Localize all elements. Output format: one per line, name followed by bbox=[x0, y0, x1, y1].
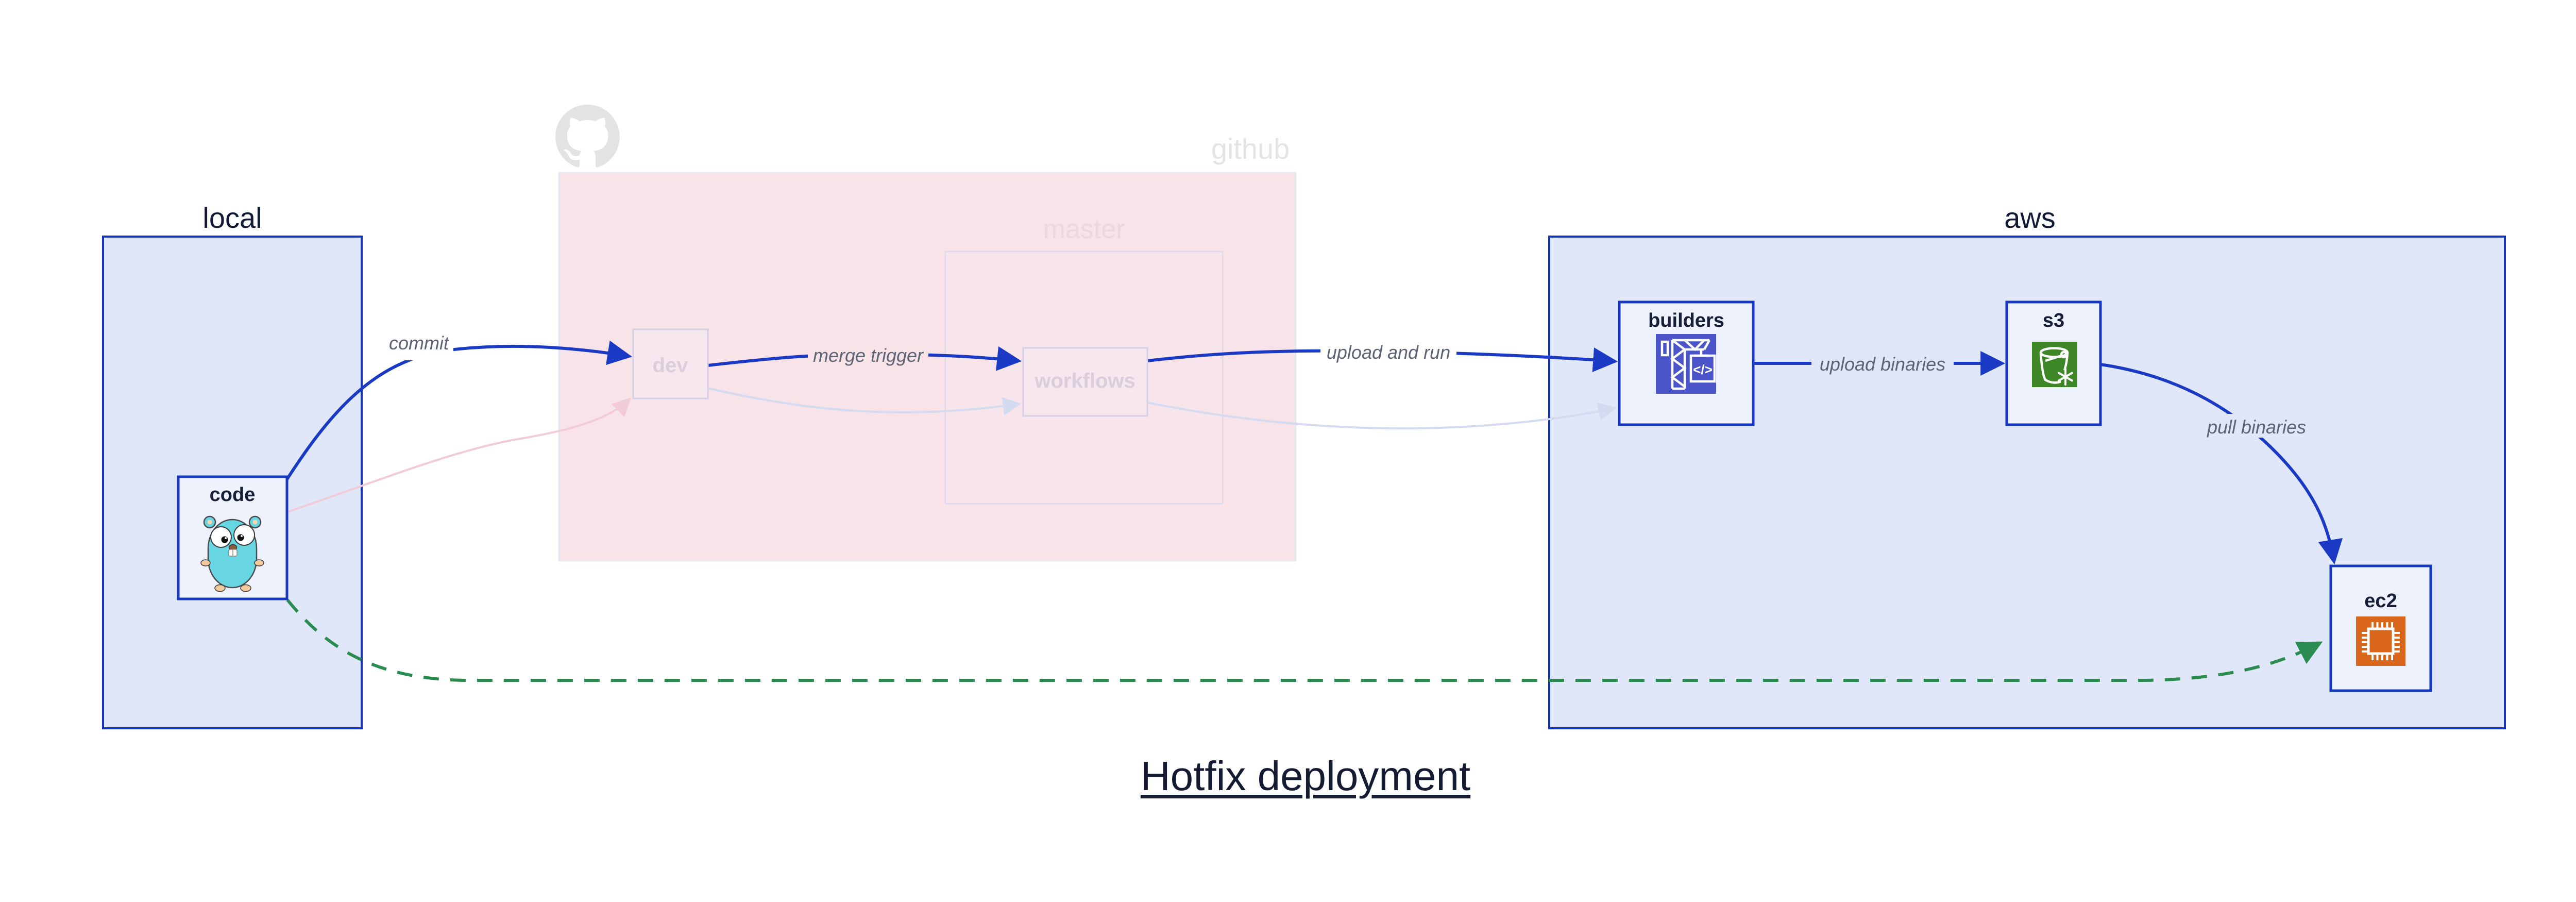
edge-label-merge-trigger: merge trigger bbox=[808, 342, 928, 366]
group-aws-label: aws bbox=[2004, 202, 2056, 234]
edge-label-upload-and-run: upload and run bbox=[1320, 339, 1456, 363]
node-builders-label: builders bbox=[1648, 310, 1724, 331]
edge-faded-dev-to-workflows bbox=[707, 387, 1022, 415]
group-github-label: github bbox=[1211, 132, 1290, 165]
github-octocat-icon bbox=[555, 105, 620, 168]
node-builders: builders </> bbox=[1618, 300, 1755, 426]
node-code-label: code bbox=[210, 484, 256, 506]
aws-s3-glacier-icon bbox=[2032, 342, 2077, 387]
svg-text:</>: </> bbox=[1693, 362, 1713, 377]
edge-label-upload-binaries: upload binaries bbox=[1811, 351, 1954, 375]
svg-text:pull binaries: pull binaries bbox=[2207, 416, 2306, 438]
edge-hotfix-dashed bbox=[286, 599, 2323, 682]
aws-codebuild-icon: </> bbox=[1656, 334, 1716, 394]
group-local-label: local bbox=[202, 202, 262, 234]
group-master-label: master bbox=[1043, 214, 1125, 244]
node-dev: dev bbox=[632, 328, 709, 399]
diagram-title: Hotfix deployment bbox=[1140, 753, 1471, 799]
aws-ec2-icon bbox=[2356, 616, 2405, 666]
node-workflows: workflows bbox=[1022, 347, 1148, 417]
svg-text:commit: commit bbox=[389, 332, 450, 354]
edge-pull-binaries bbox=[2100, 363, 2343, 565]
node-ec2-label: ec2 bbox=[2364, 590, 2397, 612]
svg-text:merge trigger: merge trigger bbox=[813, 345, 924, 366]
node-dev-label: dev bbox=[653, 354, 689, 377]
node-ec2: ec2 bbox=[2329, 564, 2432, 692]
svg-text:upload and run: upload and run bbox=[1327, 342, 1450, 363]
edge-faded-code-to-dev bbox=[287, 397, 631, 513]
edge-label-commit: commit bbox=[384, 332, 453, 360]
go-gopher-icon bbox=[200, 515, 264, 592]
node-code: code bbox=[177, 475, 289, 600]
edge-label-pull-binaries: pull binaries bbox=[2196, 414, 2317, 438]
node-s3: s3 bbox=[2005, 300, 2102, 426]
svg-text:upload binaries: upload binaries bbox=[1820, 354, 1945, 375]
group-local: local bbox=[102, 202, 363, 729]
node-workflows-label: workflows bbox=[1034, 370, 1136, 392]
node-s3-label: s3 bbox=[2043, 310, 2064, 331]
edge-faded-workflows-to-builders bbox=[1147, 402, 1617, 430]
